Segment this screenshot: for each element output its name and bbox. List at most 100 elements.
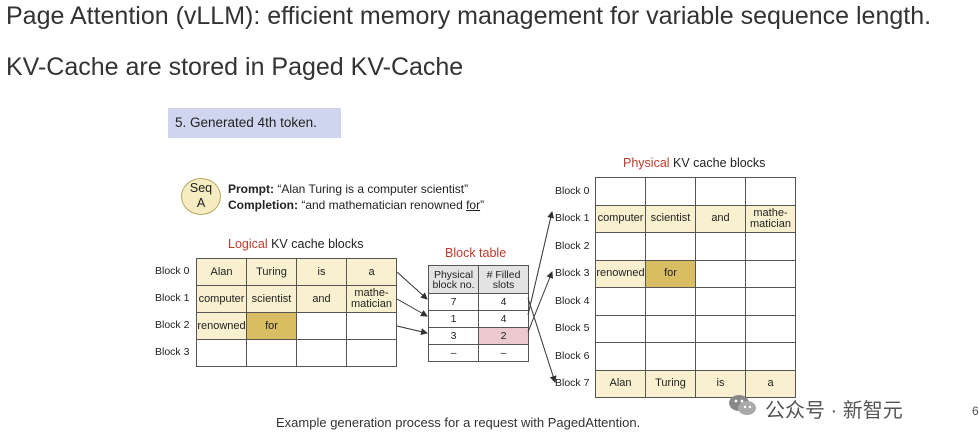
physical-block-label: Block 0 xyxy=(555,185,590,197)
physical-cell xyxy=(646,343,696,371)
logical-cell xyxy=(297,340,347,367)
physical-cell: is xyxy=(696,370,746,398)
physical-title-colored: Physical xyxy=(623,156,670,170)
table-to-physical-arrow xyxy=(527,271,554,333)
physical-cell xyxy=(696,343,746,371)
logical-cell: is xyxy=(297,259,347,286)
logical-block-label: Block 2 xyxy=(155,319,190,331)
logical-cell xyxy=(197,340,247,367)
physical-cell xyxy=(646,315,696,343)
block-table: Physical block no. # Filled slots 7 4 1 … xyxy=(428,265,529,362)
logical-cell: Turing xyxy=(247,259,297,286)
prompt-label: Prompt: xyxy=(228,182,274,196)
logical-to-table-arrow xyxy=(396,325,428,336)
logical-to-table-arrow xyxy=(396,298,428,317)
block-table-cell: – xyxy=(479,345,529,362)
physical-cell: computer xyxy=(596,205,646,233)
logical-kv-grid: Alan Turing is a computer scientist and … xyxy=(196,258,397,367)
completion-text: “and mathematician renowned xyxy=(298,198,467,212)
table-to-physical-arrow xyxy=(527,297,557,383)
completion-line: Completion: “and mathematician renowned … xyxy=(228,198,484,212)
physical-cell xyxy=(746,233,796,261)
logical-cell: scientist xyxy=(247,286,297,313)
physical-cell xyxy=(696,288,746,316)
block-table-cell: 7 xyxy=(429,294,479,311)
physical-cell xyxy=(596,233,646,261)
physical-cell xyxy=(746,178,796,206)
physical-cell xyxy=(696,260,746,288)
step-label: 5. Generated 4th token. xyxy=(168,108,341,138)
logical-cell xyxy=(247,340,297,367)
physical-cell xyxy=(646,178,696,206)
block-table-cell: – xyxy=(429,345,479,362)
logical-block-label: Block 1 xyxy=(155,292,190,304)
logical-cell: computer xyxy=(197,286,247,313)
logical-title-colored: Logical xyxy=(228,237,268,251)
page-subtitle: KV-Cache are stored in Paged KV-Cache xyxy=(6,53,464,81)
physical-cell xyxy=(596,343,646,371)
logical-cell xyxy=(297,313,347,340)
logical-cell: mathe- matician xyxy=(347,286,397,313)
wechat-icon xyxy=(729,395,756,415)
logical-cell: Alan xyxy=(197,259,247,286)
physical-cell: a xyxy=(746,370,796,398)
physical-cell xyxy=(696,233,746,261)
physical-block-label: Block 5 xyxy=(555,322,590,334)
physical-cell xyxy=(746,343,796,371)
physical-cell xyxy=(746,315,796,343)
physical-title: Physical KV cache blocks xyxy=(623,156,765,170)
logical-cell xyxy=(347,313,397,340)
watermark: 公众号 · 新智元 xyxy=(765,400,903,422)
page-number: 6 xyxy=(972,404,979,418)
block-table-header: Physical block no. xyxy=(429,266,479,294)
sequence-badge-line1: Seq xyxy=(189,181,213,195)
physical-cell-current: for xyxy=(646,260,696,288)
page-title: Page Attention (vLLM): efficient memory … xyxy=(6,2,932,30)
block-table-cell: 3 xyxy=(429,328,479,345)
physical-cell xyxy=(696,315,746,343)
physical-cell xyxy=(746,260,796,288)
physical-cell: Alan xyxy=(596,370,646,398)
physical-cell xyxy=(696,178,746,206)
logical-cell xyxy=(347,340,397,367)
block-table-header: # Filled slots xyxy=(479,266,529,294)
physical-cell xyxy=(596,315,646,343)
physical-cell: Turing xyxy=(646,370,696,398)
physical-block-label: Block 3 xyxy=(555,267,590,279)
block-table-cell: 4 xyxy=(479,294,529,311)
sequence-badge: Seq A xyxy=(181,178,221,215)
logical-cell-current: for xyxy=(247,313,297,340)
completion-label: Completion: xyxy=(228,198,298,212)
logical-cell: a xyxy=(347,259,397,286)
physical-cell xyxy=(646,288,696,316)
physical-title-rest: KV cache blocks xyxy=(669,156,766,170)
logical-to-table-arrow xyxy=(396,271,428,300)
figure-caption: Example generation process for a request… xyxy=(276,415,641,430)
logical-block-label: Block 0 xyxy=(155,265,190,277)
block-table-cell-highlight: 2 xyxy=(479,328,529,345)
physical-cell: and xyxy=(696,205,746,233)
physical-cell xyxy=(596,288,646,316)
physical-cell: mathe- matician xyxy=(746,205,796,233)
prompt-text: “Alan Turing is a computer scientist” xyxy=(274,182,469,196)
logical-title-rest: KV cache blocks xyxy=(267,237,364,251)
physical-cell xyxy=(596,178,646,206)
table-to-physical-arrow xyxy=(527,211,555,316)
block-table-cell: 4 xyxy=(479,311,529,328)
physical-block-label: Block 6 xyxy=(555,350,590,362)
block-table-cell: 1 xyxy=(429,311,479,328)
sequence-badge-line2: A xyxy=(196,196,206,210)
physical-cell: renowned xyxy=(596,260,646,288)
logical-title: Logical KV cache blocks xyxy=(228,237,364,251)
physical-block-label: Block 1 xyxy=(555,212,590,224)
physical-block-label: Block 7 xyxy=(555,377,590,389)
logical-block-label: Block 3 xyxy=(155,346,190,358)
physical-cell xyxy=(746,288,796,316)
completion-end: ” xyxy=(480,198,485,212)
physical-cell xyxy=(646,233,696,261)
block-table-title: Block table xyxy=(445,246,507,260)
physical-kv-grid: computer scientist and mathe- matician r… xyxy=(595,177,796,398)
physical-block-label: Block 4 xyxy=(555,295,590,307)
physical-block-label: Block 2 xyxy=(555,240,590,252)
